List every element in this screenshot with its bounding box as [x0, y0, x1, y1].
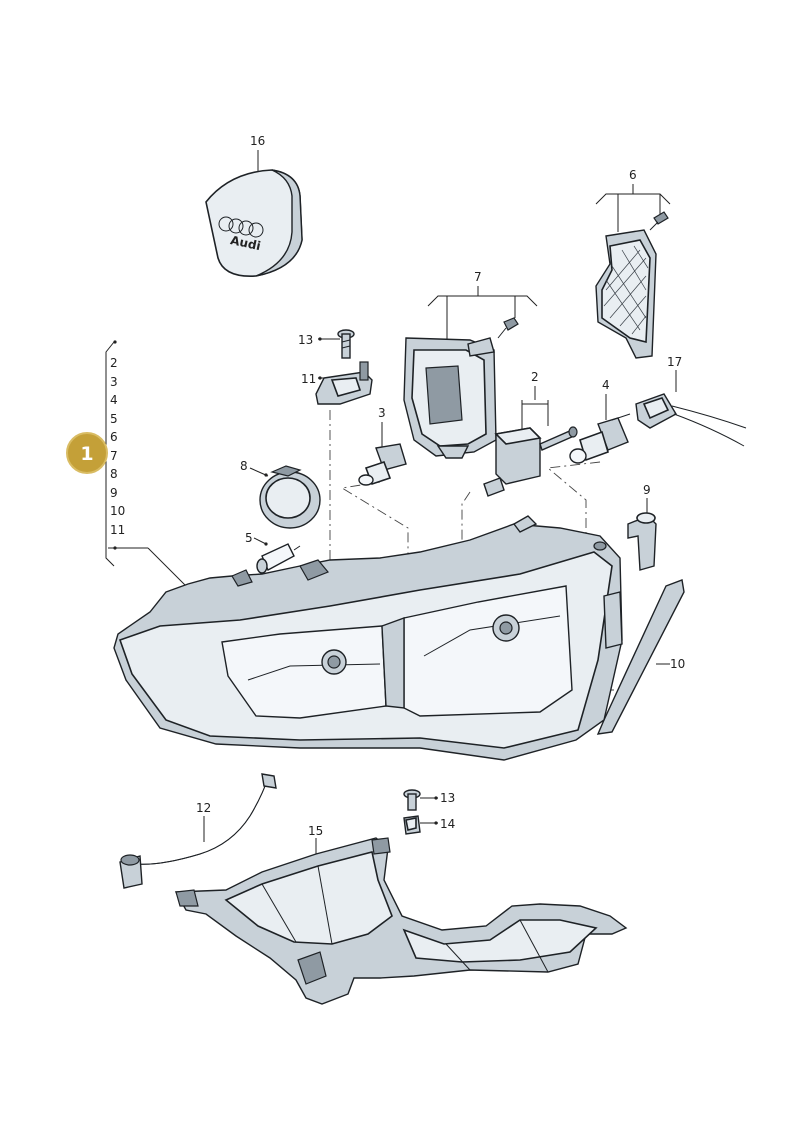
clip-nut-part	[403, 815, 421, 835]
lamp-housing-part	[403, 317, 519, 459]
callout-11: 11	[301, 372, 316, 386]
callout-14: 14	[440, 817, 455, 831]
connector-part	[635, 393, 747, 447]
callout-5: 5	[245, 531, 253, 545]
bulb-part-4	[569, 413, 631, 464]
headlight-cap-part: Audi	[205, 169, 303, 277]
callout-4: 4	[602, 378, 610, 392]
callout-labels: 16 6 7 13 11 2 3 4 17 8 9 5 10 12 13 14 …	[196, 134, 685, 838]
callout-16: 16	[250, 134, 265, 148]
screw-icon	[649, 211, 669, 231]
screw-part-top	[337, 329, 355, 359]
badge-circle[interactable]	[66, 432, 108, 474]
callout-7: 7	[474, 270, 482, 284]
callout-9: 9	[643, 483, 651, 497]
round-cap-part	[259, 465, 321, 529]
callout-15: 15	[308, 824, 323, 838]
callout-2: 2	[531, 370, 539, 384]
cover-hatch	[603, 245, 649, 335]
callout-3: 3	[378, 406, 386, 420]
headlight-assembly	[113, 515, 623, 761]
callout-8: 8	[240, 459, 248, 473]
wiring-harness-part	[119, 773, 277, 889]
sublist-item: 2	[110, 356, 118, 370]
sublist-item: 6	[110, 430, 118, 444]
sublist-item: 3	[110, 375, 118, 389]
control-module-part	[483, 426, 578, 497]
sublist-item: 9	[110, 486, 118, 500]
callout-13-top: 13	[298, 333, 313, 347]
screw-part-bottom	[403, 789, 421, 811]
sublist-item: 5	[110, 412, 118, 426]
sublist-item: 8	[110, 467, 118, 481]
sublist-item: 7	[110, 449, 118, 463]
badge-label[interactable]: 1	[80, 443, 93, 465]
callout-10: 10	[670, 657, 685, 671]
bulb-part-3	[358, 443, 407, 486]
callout-17: 17	[667, 355, 682, 369]
callout-6: 6	[629, 168, 637, 182]
audi-rings-logo	[218, 216, 264, 238]
sublist-item: 4	[110, 393, 118, 407]
sublist: 2 3 4 5 6 7 8 9 10 11	[110, 356, 125, 537]
callout-12: 12	[196, 801, 211, 815]
lower-bracket-part	[174, 837, 628, 1005]
item-1-badge[interactable]: 1	[66, 432, 108, 474]
cover-part	[595, 211, 669, 359]
screw-icon	[539, 426, 578, 451]
sublist-item: 11	[110, 523, 125, 537]
bulb-part-5	[256, 543, 301, 574]
screw-icon	[497, 317, 519, 339]
callout-13-bottom: 13	[440, 791, 455, 805]
adjuster-bracket-part	[315, 361, 373, 405]
sublist-item: 10	[110, 504, 125, 518]
leader-lines	[105, 150, 677, 862]
vent-elbow-part	[627, 512, 657, 571]
logo-text: Audi	[229, 233, 262, 253]
